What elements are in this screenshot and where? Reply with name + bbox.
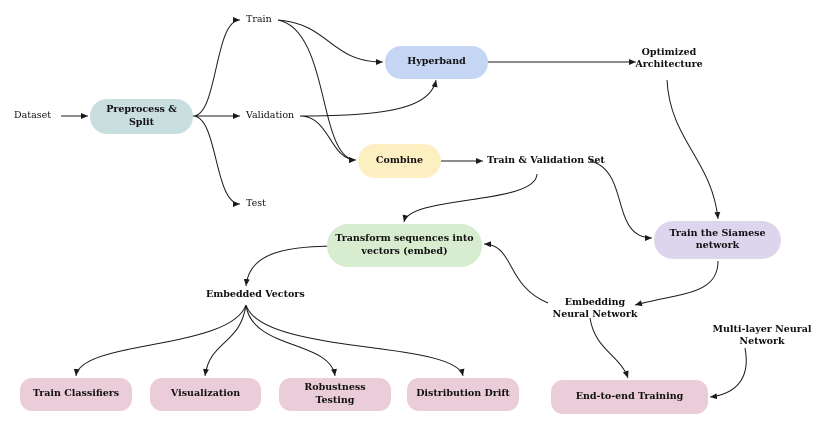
edges	[61, 17, 747, 400]
embedding-neural-network-label: Embedding Neural Network	[552, 297, 638, 321]
edge-train-hyperband	[277, 19, 384, 65]
robustness-testing-node: Robustness Testing	[279, 378, 391, 411]
optimized-architecture-label: Optimized Architecture	[635, 47, 703, 71]
edge-train-combine	[277, 19, 357, 163]
hyperband-node: Hyperband	[385, 46, 488, 79]
edge-embnn-transform	[483, 241, 549, 304]
combine-node: Combine	[358, 144, 441, 178]
edge-tvset-siamese	[589, 160, 653, 241]
transform-node: Transform sequences into vectors (embed)	[327, 224, 482, 267]
edge-embvec-drift	[245, 304, 465, 377]
end-to-end-training-node: End-to-end Training	[551, 380, 708, 414]
dataset-label: Dataset	[14, 110, 52, 121]
distribution-drift-node: Distribution Drift	[407, 378, 519, 411]
train-validation-set-label: Train & Validation Set	[487, 155, 605, 166]
edge-embvec-robustness	[245, 304, 337, 377]
multi-layer-neural-network-label: Multi-layer Neural Network	[712, 324, 812, 348]
embedded-vectors-label: Embedded Vectors	[206, 289, 305, 300]
edge-validation-combine	[299, 115, 357, 163]
edge-tvset-transform	[402, 173, 538, 223]
edge-preprocess-test	[192, 115, 241, 207]
edge-siamese-embnn	[634, 260, 719, 307]
visualization-node: Visualization	[150, 378, 261, 411]
validation-label: Validation	[246, 110, 295, 121]
edge-preprocess-train	[192, 17, 241, 117]
test-label: Test	[246, 198, 266, 209]
edge-validation-hyperband	[299, 79, 438, 117]
preprocess-split-node: Preprocess & Split	[90, 99, 193, 134]
train-classifiers-node: Train Classifiers	[20, 378, 132, 411]
train-label: Train	[246, 14, 272, 25]
edge-optimized-siamese	[666, 79, 721, 220]
edge-mlnn-e2e	[709, 347, 747, 400]
siamese-node: Train the Siamese network	[654, 221, 781, 259]
edge-embnn-e2e	[589, 317, 629, 379]
edge-embvec-visualization	[202, 304, 247, 377]
edge-embvec-classifiers	[73, 304, 247, 377]
